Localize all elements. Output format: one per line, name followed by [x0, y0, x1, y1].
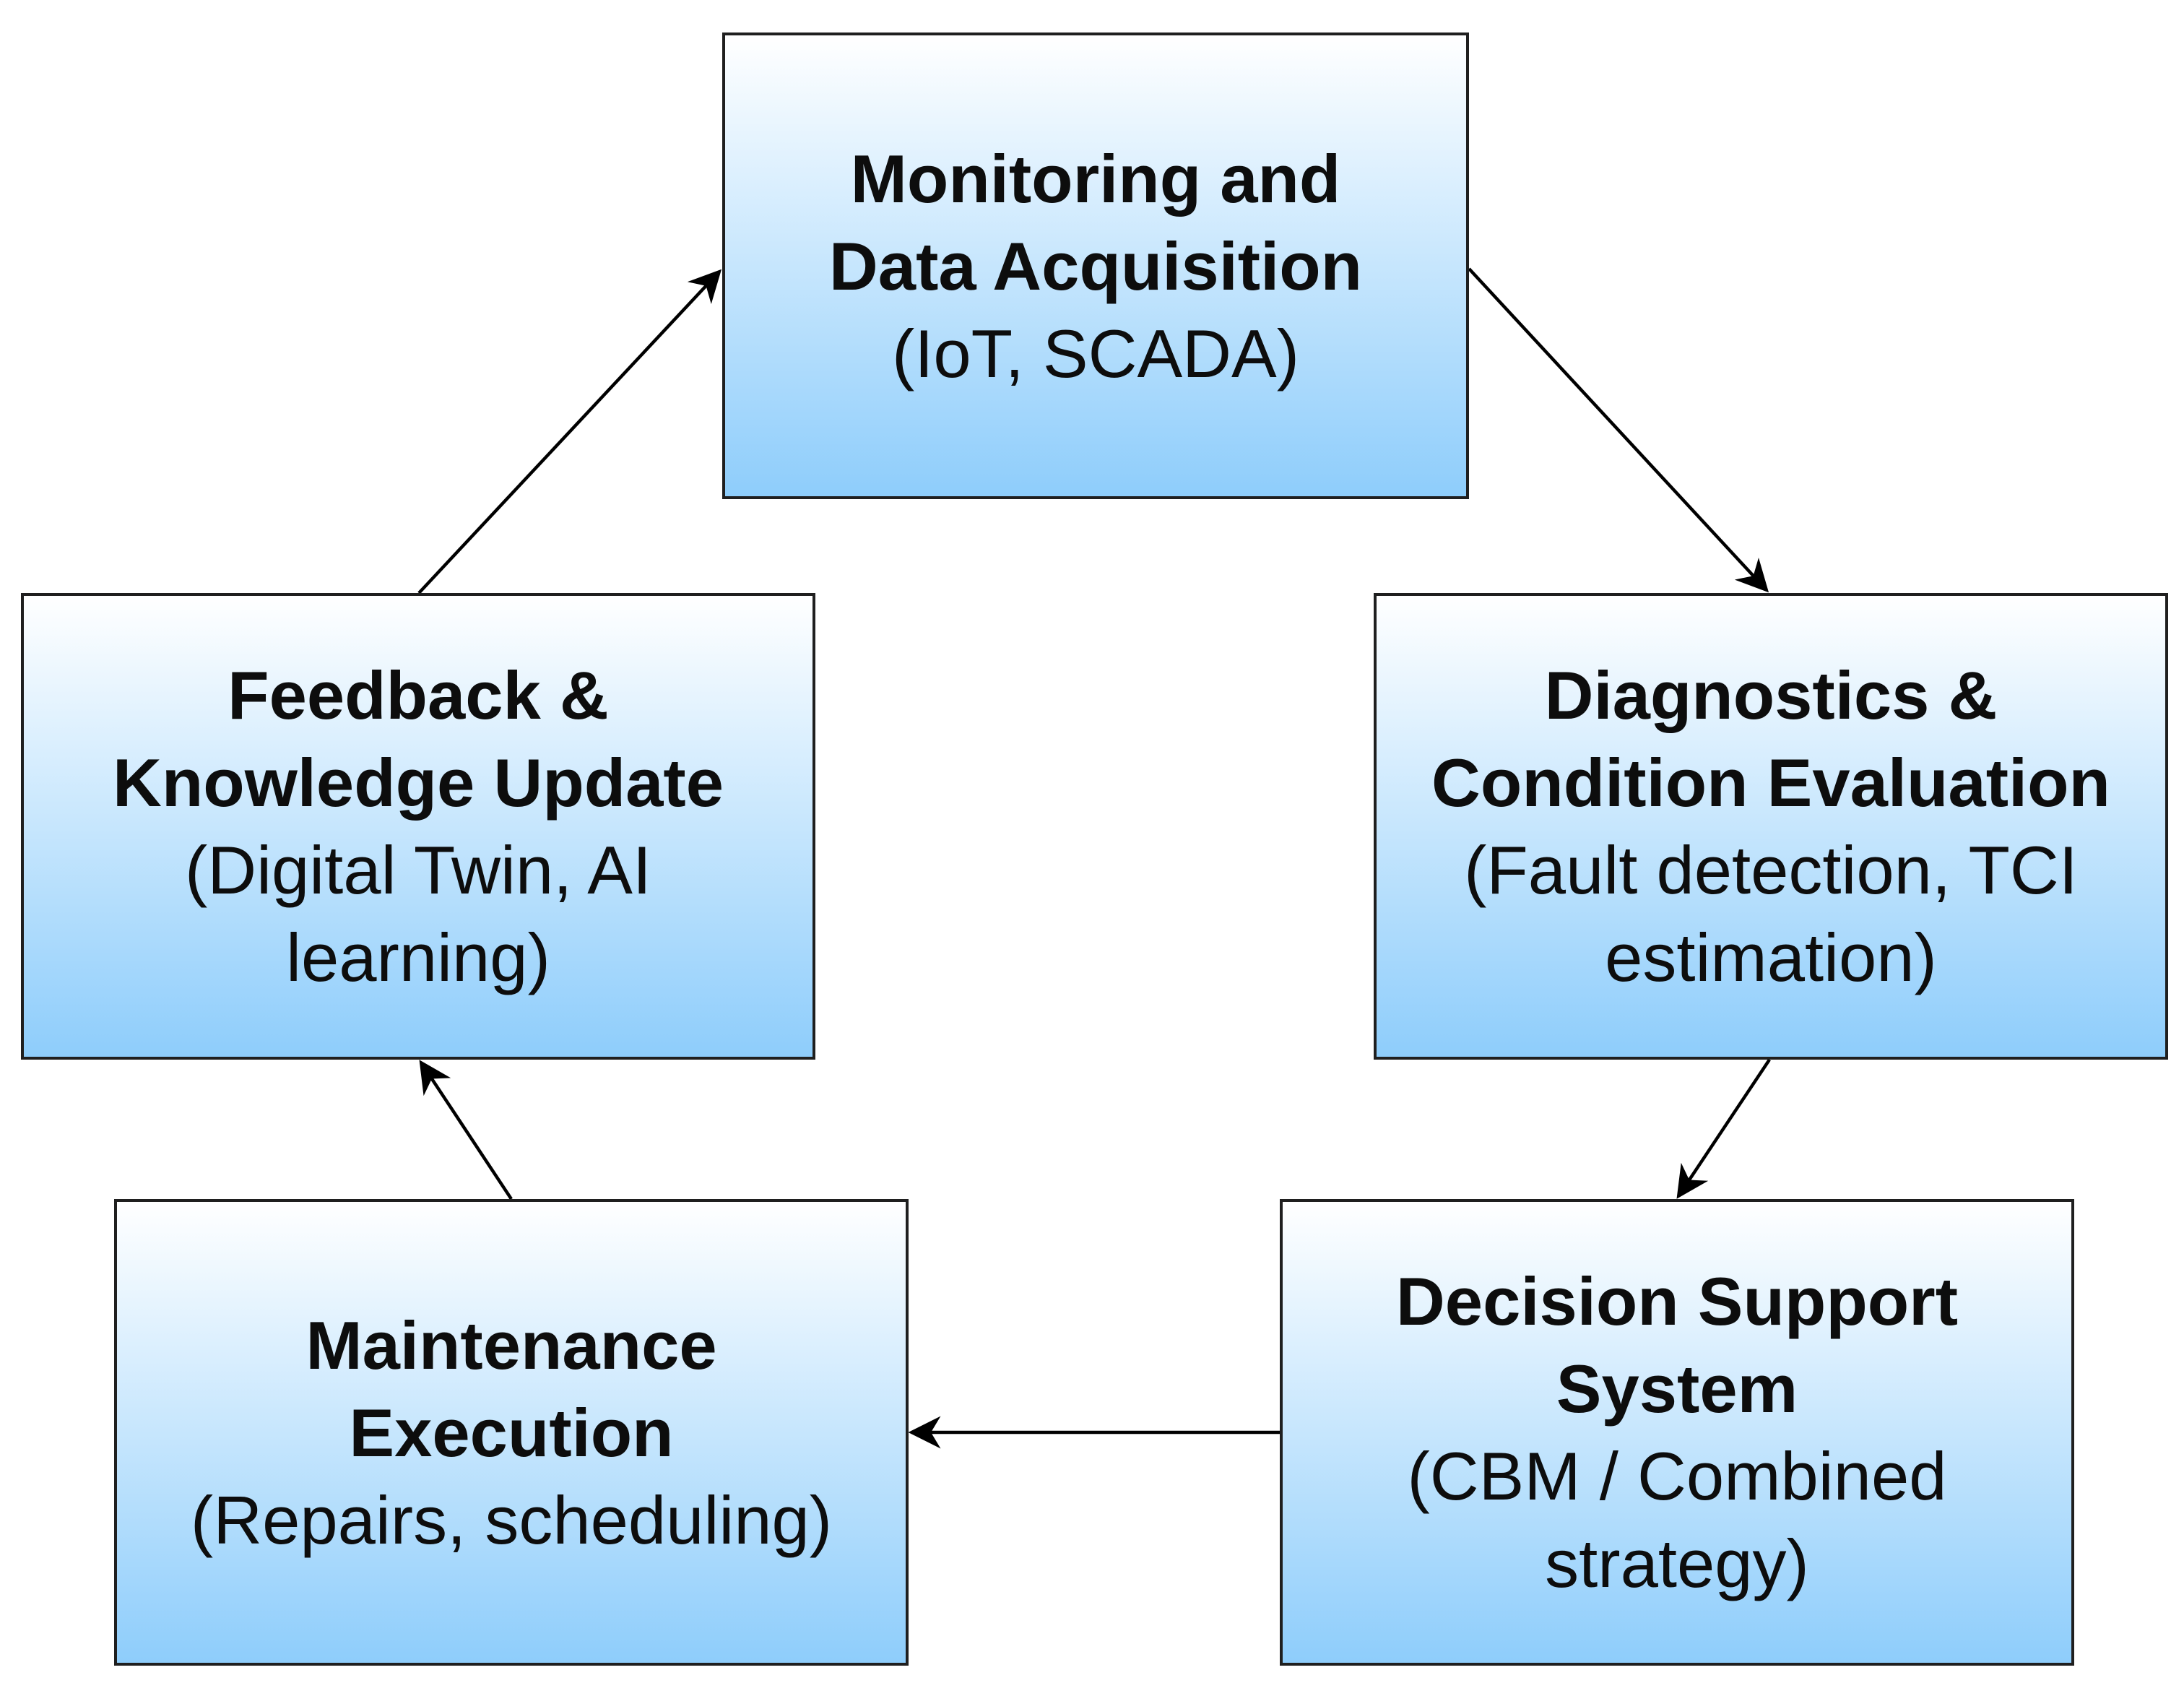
node-title: Decision Support System: [1395, 1263, 1959, 1427]
node-title: Monitoring and Data Acquisition: [828, 140, 1363, 304]
node-title: Maintenance Execution: [306, 1307, 717, 1471]
node-maintenance-execution: Maintenance Execution (Repairs, scheduli…: [114, 1199, 909, 1666]
arrow-maintenance-to-feedback: [419, 1060, 513, 1200]
node-subtitle: (Digital Twin, AI learning): [184, 832, 652, 995]
node-feedback-knowledge-update: Feedback & Knowledge Update (Digital Twi…: [21, 593, 815, 1060]
node-title: Diagnostics & Condition Evaluation: [1431, 657, 2110, 821]
node-subtitle: (IoT, SCADA): [891, 315, 1300, 391]
node-subtitle: (Repairs, scheduling): [190, 1481, 833, 1558]
arrow-feedback-to-monitoring: [417, 269, 722, 594]
node-subtitle: (Fault detection, TCI estimation): [1464, 832, 2078, 995]
node-subtitle: (CBM / Combined strategy): [1407, 1438, 1947, 1601]
node-decision-support-system: Decision Support System (CBM / Combined …: [1280, 1199, 2074, 1666]
arrow-monitoring-to-diagnostics: [1468, 267, 1769, 593]
node-title: Feedback & Knowledge Update: [112, 657, 724, 821]
node-diagnostics-condition-evaluation: Diagnostics & Condition Evaluation (Faul…: [1374, 593, 2168, 1060]
arrow-diagnostics-to-decision: [1676, 1058, 1771, 1199]
node-monitoring-data-acquisition: Monitoring and Data Acquisition (IoT, SC…: [722, 33, 1469, 499]
